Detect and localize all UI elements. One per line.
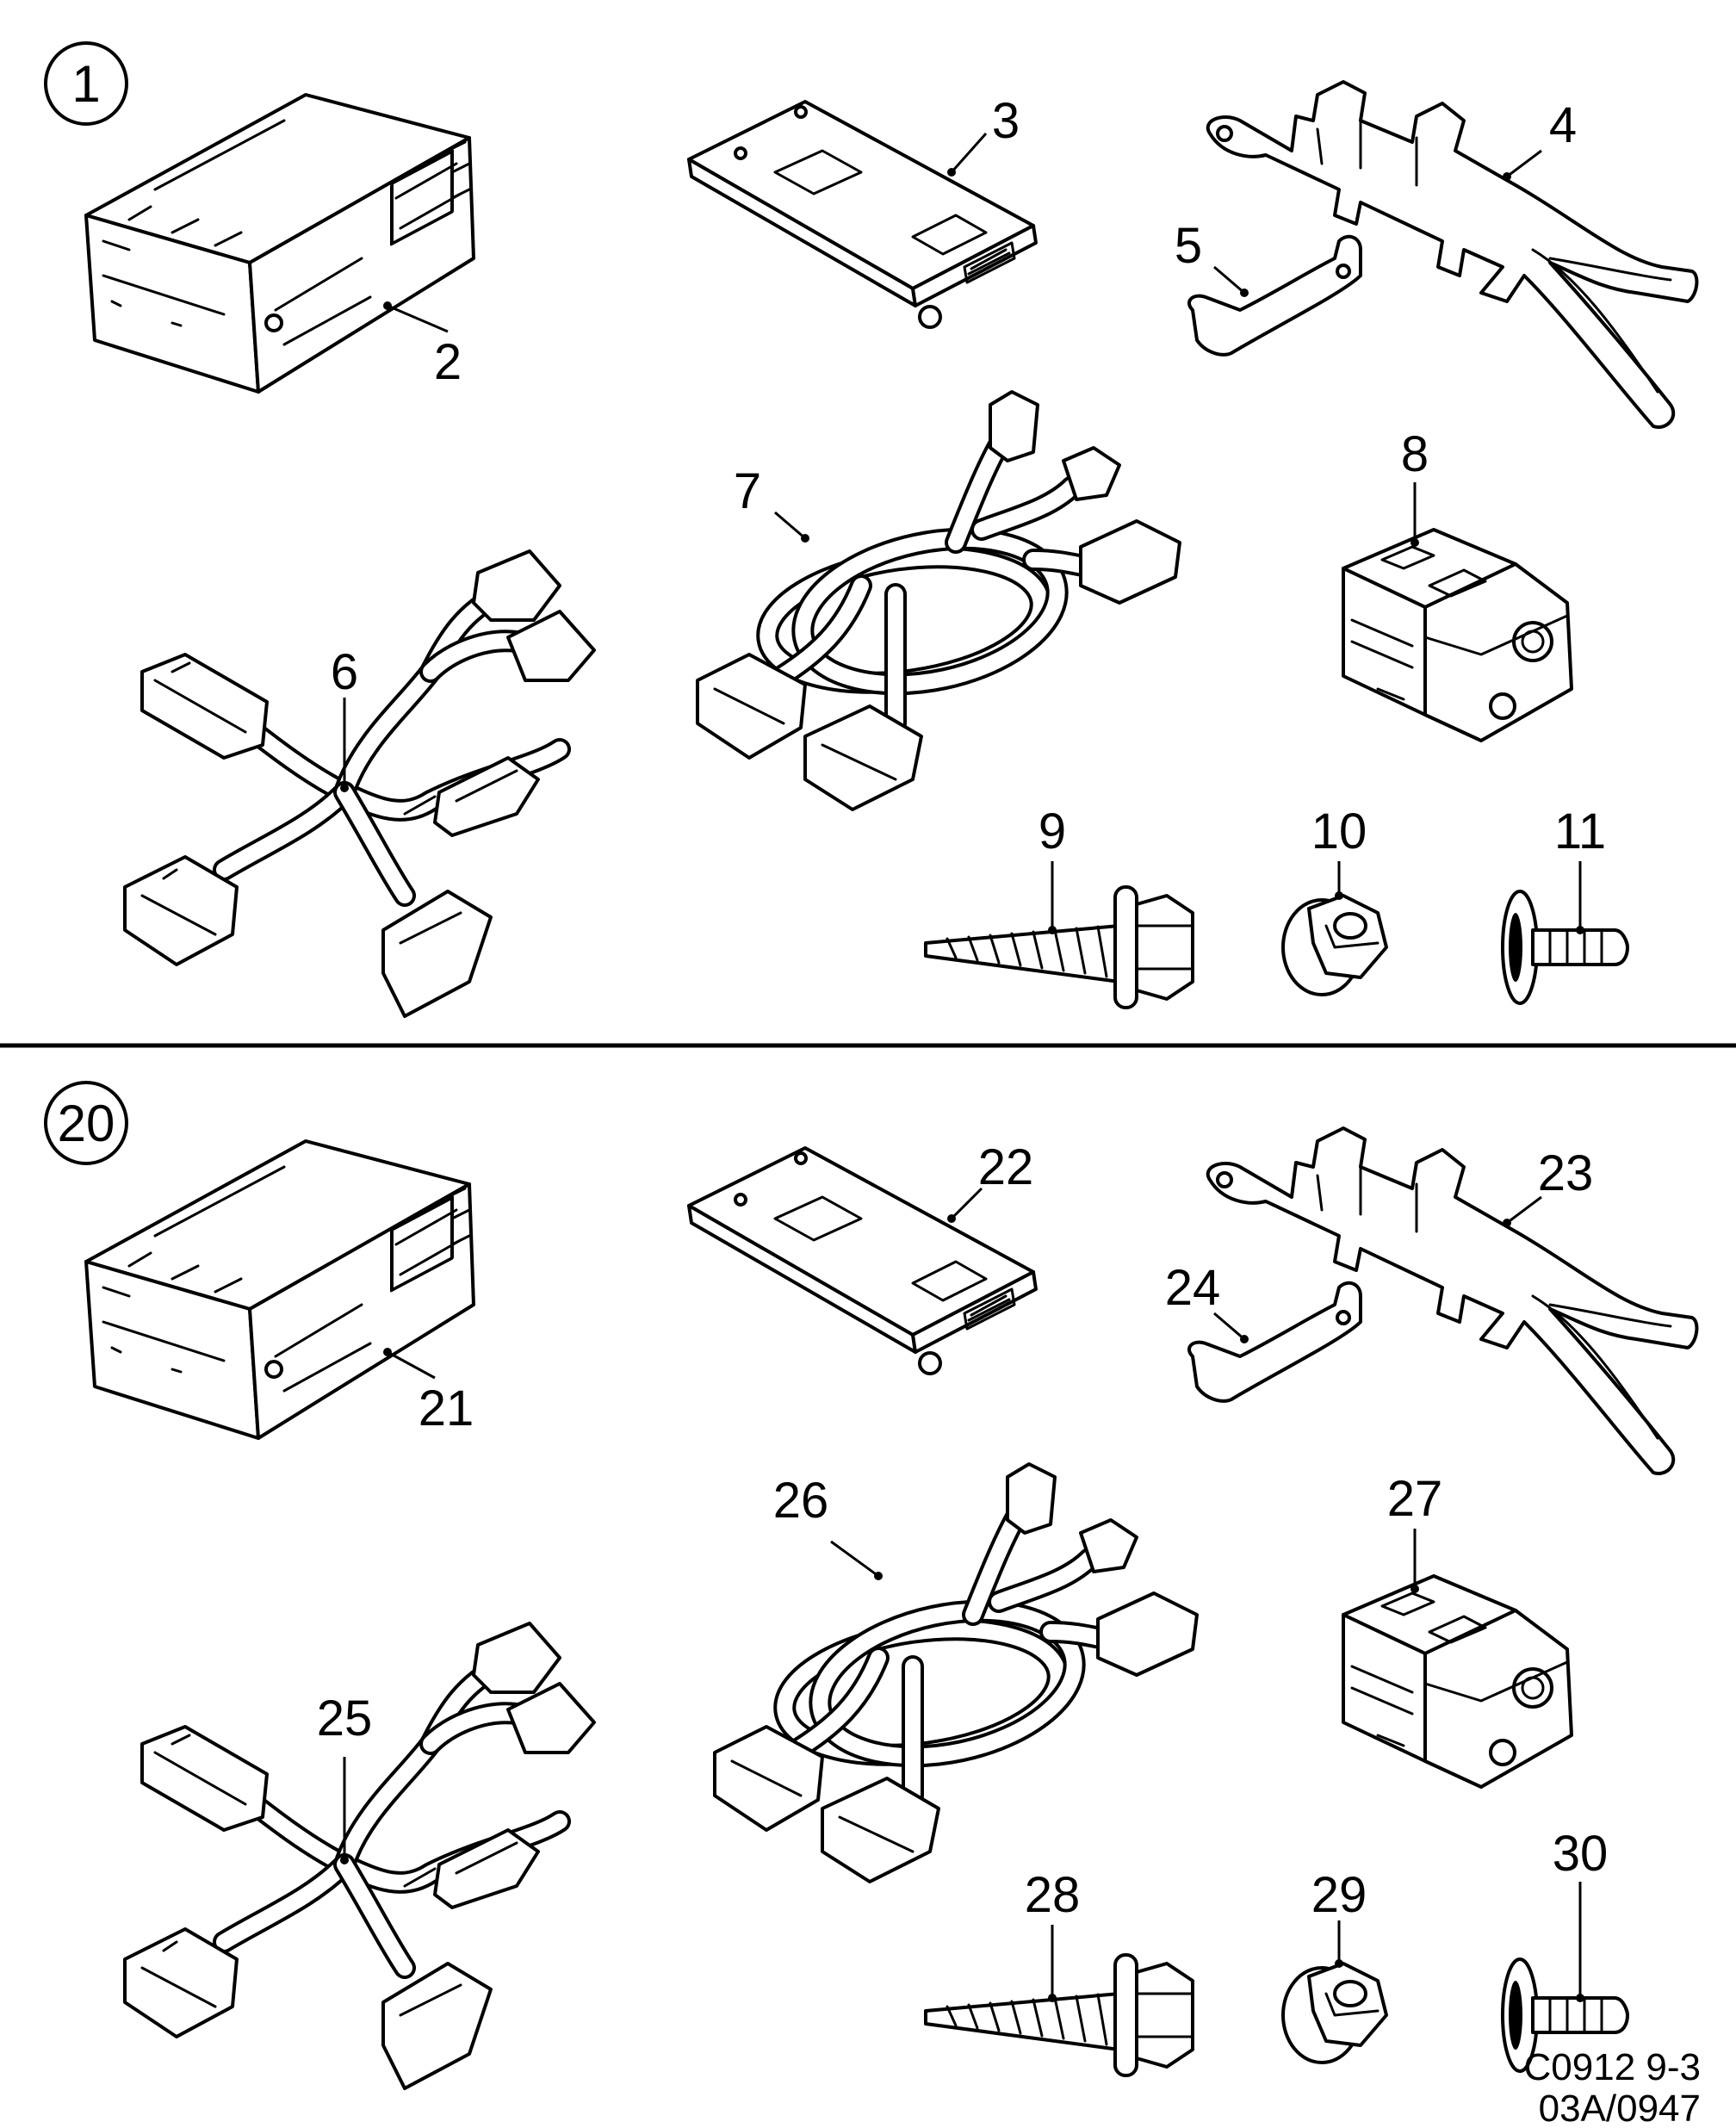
group-number: 1: [71, 55, 100, 113]
label-22: 22: [978, 1139, 1034, 1195]
leader-26: [830, 1540, 879, 1578]
leader-3: [950, 133, 988, 173]
switch-unit: [1342, 528, 1573, 742]
label-25: 25: [317, 1691, 373, 1746]
label-2: 2: [434, 334, 462, 390]
group-number-circle: [44, 41, 128, 126]
reference-date: 03A/0947: [1539, 2088, 1701, 2128]
label-5: 5: [1175, 218, 1202, 274]
switch-unit: [1342, 1574, 1573, 1789]
leader-5: [1213, 265, 1245, 295]
label-28: 28: [1025, 1867, 1081, 1923]
label-4: 4: [1549, 97, 1577, 153]
label-11: 11: [1554, 803, 1606, 859]
screw-pin: [1501, 890, 1629, 1005]
mounting-bracket: [1206, 1126, 1699, 1475]
group-1: 1 2 3 4 5 6 7 8 9 10 11: [44, 41, 1699, 1016]
wiring-harness-y: [125, 551, 594, 1016]
leader-4: [1506, 149, 1542, 178]
group-20: 20 21 22: [44, 1081, 1699, 2088]
retaining-clip: [1187, 234, 1362, 357]
bolt: [924, 1953, 1194, 2077]
leader-23: [1506, 1195, 1542, 1225]
label-6: 6: [331, 644, 358, 700]
leader-21: [387, 1350, 436, 1380]
leader-22: [950, 1187, 983, 1220]
nut: [1281, 894, 1388, 996]
wiring-harness-coil: [698, 392, 1180, 810]
label-30: 30: [1553, 1826, 1609, 1882]
reference-code: C0912 9-3: [1524, 2046, 1701, 2088]
group-number-circle: [44, 1081, 128, 1165]
label-27: 27: [1387, 1471, 1443, 1527]
amplifier-unit: [84, 93, 475, 394]
leader-2: [387, 304, 449, 333]
leader-7: [774, 511, 806, 540]
label-21: 21: [418, 1380, 474, 1436]
leader-24: [1213, 1312, 1245, 1341]
label-9: 9: [1038, 803, 1066, 859]
label-7: 7: [734, 463, 761, 519]
label-24: 24: [1165, 1260, 1221, 1316]
group-number: 20: [58, 1095, 115, 1152]
label-23: 23: [1538, 1145, 1594, 1201]
bolt: [924, 885, 1194, 1009]
label-26: 26: [773, 1473, 829, 1529]
mounting-bracket: [1206, 80, 1699, 429]
label-10: 10: [1311, 803, 1367, 859]
nut: [1281, 1962, 1388, 2064]
amplifier-unit: [84, 1139, 475, 1440]
label-3: 3: [992, 93, 1020, 149]
label-29: 29: [1311, 1867, 1367, 1923]
label-8: 8: [1401, 426, 1429, 482]
